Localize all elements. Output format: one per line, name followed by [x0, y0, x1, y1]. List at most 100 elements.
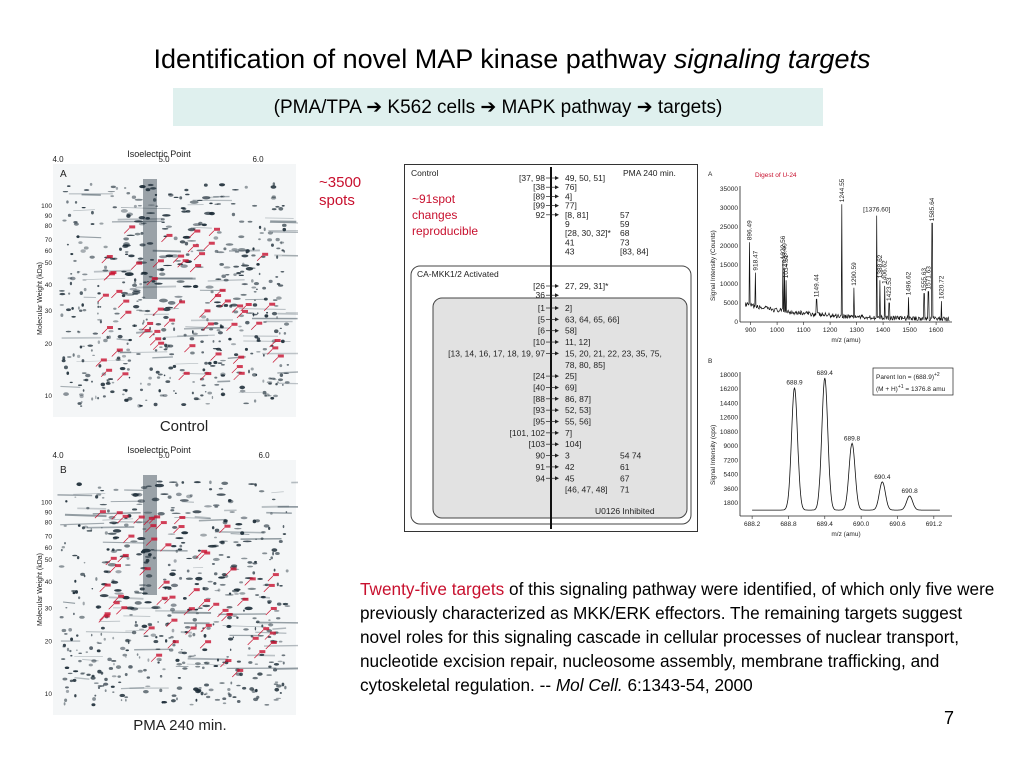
gel-spot: [137, 537, 146, 541]
gel-spot: [78, 596, 81, 600]
gel-marker: [117, 556, 124, 563]
gel-spot: [252, 313, 258, 316]
diagram-row-right: 25]: [565, 371, 577, 381]
gel-spot: [221, 388, 224, 391]
gel-spot: [71, 315, 76, 318]
gel-spot: [193, 481, 201, 484]
gel-spot: [227, 615, 233, 620]
gel-marker: [244, 580, 250, 586]
gel-spot: [120, 646, 126, 651]
gel-spot: [268, 619, 271, 622]
gel-spot: [76, 555, 80, 560]
gel-marker: [152, 262, 159, 268]
gel-spot: [214, 536, 217, 539]
gel-spot: [216, 251, 225, 254]
spectrum-a-ytick: 0: [734, 319, 738, 326]
gel-spot: [189, 703, 194, 706]
gel-spot: [245, 320, 250, 325]
subtitle: (PMA/TPA ➔ K562 cells ➔ MAPK pathway ➔ t…: [273, 96, 723, 118]
gel-spot: [124, 523, 129, 527]
gel-marker-tag: [99, 510, 106, 514]
gel-spot: [90, 676, 96, 680]
gel-spot: [132, 289, 141, 293]
gel-marker-tag: [106, 326, 113, 330]
spectrum-b-xtick: 690.0: [853, 521, 870, 528]
gel-spot: [270, 512, 273, 515]
gel-spot: [91, 588, 94, 590]
gel-spot: [236, 616, 239, 619]
gel-spot: [236, 543, 242, 547]
gel-marker-tag: [179, 516, 186, 520]
gel-spot: [268, 665, 272, 668]
gel-spot: [165, 380, 171, 383]
gel-spot: [156, 268, 165, 271]
diagram-row-left: [38: [533, 182, 545, 192]
summary-journal: Mol Cell.: [555, 675, 623, 695]
gel-spot: [179, 544, 183, 548]
gel-marker-tag: [110, 556, 117, 560]
gel-spot: [257, 672, 263, 676]
gel-top-panel-label: A: [60, 169, 67, 180]
gel-marker-tag: [252, 636, 259, 640]
diagram-row-right: 41: [565, 237, 575, 247]
gel-spot: [162, 214, 171, 217]
gel-spot: [258, 272, 261, 276]
spectrum-a-peak-label: 1571.63: [925, 266, 932, 290]
gel-marker: [250, 324, 257, 330]
gel-spot: [163, 264, 173, 267]
diagram-row-left: [89: [533, 191, 545, 201]
gel-streak: [152, 356, 173, 359]
gel-streak: [74, 676, 90, 680]
gel-streak: [81, 193, 101, 196]
gel-spot: [62, 356, 66, 360]
gel-spot: [129, 607, 139, 611]
gel-spot: [134, 624, 139, 627]
diagram-row-extra: 73: [620, 237, 630, 247]
gel-spot: [67, 672, 73, 675]
gel-spot: [217, 588, 221, 592]
gel-spot: [214, 383, 220, 386]
gel-spot: [106, 378, 109, 382]
gel-spot: [286, 364, 290, 366]
gel-top-ph-tick: 4.0: [52, 155, 64, 164]
diagram-arrowhead: [555, 430, 559, 435]
gel-spot: [213, 581, 217, 585]
gel-spot: [277, 284, 284, 287]
gel-spot: [182, 235, 191, 239]
spectrum-b-legend-line1: Parent Ion = (688.9)+2: [876, 372, 940, 381]
gel-spot: [242, 262, 245, 266]
spectrum-b-peak-label: 690.4: [874, 474, 891, 481]
gel-marker: [225, 570, 231, 576]
gel-spot: [117, 334, 123, 339]
gel-spot: [74, 496, 77, 498]
gel-spot: [233, 541, 239, 544]
gel-streak: [152, 249, 181, 253]
gel-spot: [128, 338, 132, 342]
gel-marker-tag: [277, 354, 284, 358]
gel-spot: [174, 295, 183, 298]
gel-spot: [132, 508, 138, 511]
gel-spot: [156, 376, 161, 379]
gel-spot: [132, 283, 138, 287]
gel-streak: [265, 217, 294, 219]
gel-spot: [180, 541, 186, 544]
gel-marker-tag: [156, 653, 163, 657]
gel-spot: [201, 384, 206, 387]
gel-marker: [193, 254, 200, 261]
gel-spot: [256, 695, 260, 699]
gel-spot: [201, 351, 205, 354]
gel-marker: [265, 609, 272, 616]
gel-spot: [119, 693, 126, 698]
gel-spot: [262, 596, 265, 598]
gel-spot: [154, 193, 158, 197]
gel-spot: [91, 380, 93, 383]
gel-spot: [197, 607, 203, 609]
gel-marker-tag: [237, 668, 244, 672]
gel-spot: [70, 654, 73, 657]
gel-spot: [218, 554, 224, 556]
gel-streak: [217, 380, 231, 383]
gel-spot: [273, 699, 279, 701]
gel-spot: [100, 489, 105, 492]
gel-bottom-spots: [57, 475, 321, 707]
gel-spot: [272, 299, 278, 301]
